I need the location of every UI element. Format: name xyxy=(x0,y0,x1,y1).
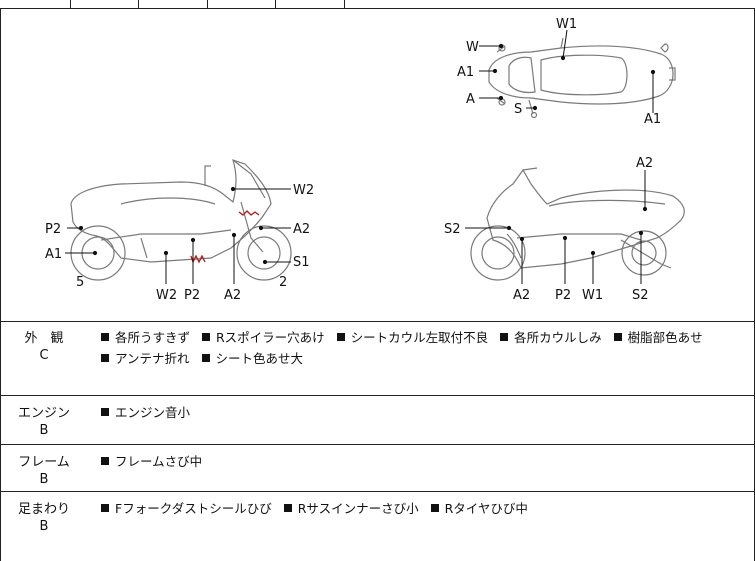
left-label-s1: S1 xyxy=(293,255,310,270)
condition-category: 外 観 xyxy=(24,331,64,346)
condition-item: アンテナ折れ xyxy=(101,351,190,366)
damage-diagram: W1 W A1 A S A1 W2 P2 A1 A2 S1 5 W2 P2 A2… xyxy=(0,8,755,322)
condition-category: エンジン xyxy=(17,406,70,421)
right-label-s2-left: S2 xyxy=(444,222,461,237)
left-label-2: 2 xyxy=(279,275,287,290)
condition-row-suspension: 足まわり B Fフォークダストシールひび Rサスインナーさび小 Rタイヤひび中 xyxy=(0,492,755,561)
condition-items: エンジン音小 xyxy=(101,402,751,423)
condition-item: Rスポイラー穴あけ xyxy=(202,330,325,345)
condition-grade: B xyxy=(39,472,49,487)
condition-row-engine: エンジン B エンジン音小 xyxy=(0,396,755,445)
condition-item: フレームさび中 xyxy=(101,454,202,469)
scooter-left-view xyxy=(70,159,292,281)
condition-grade: B xyxy=(39,423,49,438)
left-label-5: 5 xyxy=(76,275,84,290)
condition-item: 各所うすきず xyxy=(101,330,190,345)
scooter-diagram-svg: W1 W A1 A S A1 W2 P2 A1 A2 S1 5 W2 P2 A2… xyxy=(45,17,685,303)
condition-item: Rタイヤひび中 xyxy=(430,501,528,516)
left-label-a1: A1 xyxy=(45,247,62,262)
condition-item: シート色あせ大 xyxy=(201,351,303,366)
right-label-s2-bottom: S2 xyxy=(632,288,649,303)
top-table-edge xyxy=(0,0,755,9)
left-label-w2-bottom: W2 xyxy=(156,288,177,303)
top-label-a-left: A xyxy=(466,92,475,107)
left-label-w2-top: W2 xyxy=(293,183,314,198)
top-label-w: W xyxy=(466,40,479,55)
condition-grade: C xyxy=(39,348,49,363)
top-label-a1-left: A1 xyxy=(457,65,474,80)
condition-items: フレームさび中 xyxy=(101,451,751,472)
condition-item: シートカウル左取付不良 xyxy=(336,330,488,345)
condition-category: 足まわり xyxy=(17,502,70,517)
left-label-a2: A2 xyxy=(293,222,310,237)
left-label-a2-bottom: A2 xyxy=(224,288,241,303)
right-label-p2-bottom: P2 xyxy=(555,288,571,303)
left-label-p2-bottom: P2 xyxy=(184,288,200,303)
right-label-w1-bottom: W1 xyxy=(582,288,603,303)
scooter-top-view xyxy=(488,37,676,119)
condition-item: Fフォークダストシールひび xyxy=(101,501,272,516)
condition-item: 各所カウルしみ xyxy=(500,330,602,345)
top-label-a1-right: A1 xyxy=(644,112,661,127)
condition-item: エンジン音小 xyxy=(101,405,190,420)
scooter-right-view xyxy=(470,167,685,281)
right-label-a2-bottom: A2 xyxy=(513,288,530,303)
condition-row-exterior: 外 観 C 各所うすきず Rスポイラー穴あけ シートカウル左取付不良 各所カウル… xyxy=(0,321,755,396)
top-label-s: S xyxy=(514,102,522,117)
right-label-a2-top: A2 xyxy=(636,156,653,171)
condition-grade: B xyxy=(39,519,49,534)
top-label-w1: W1 xyxy=(556,17,577,32)
condition-items: Fフォークダストシールひび Rサスインナーさび小 Rタイヤひび中 xyxy=(101,498,751,519)
condition-item: 樹脂部色あせ xyxy=(613,330,703,345)
condition-row-frame: フレーム B フレームさび中 xyxy=(0,445,755,492)
condition-category: フレーム xyxy=(18,455,70,470)
left-label-p2: P2 xyxy=(45,222,61,237)
condition-item: Rサスインナーさび小 xyxy=(283,501,419,516)
condition-items: 各所うすきず Rスポイラー穴あけ シートカウル左取付不良 各所カウルしみ 樹脂部… xyxy=(101,327,751,369)
